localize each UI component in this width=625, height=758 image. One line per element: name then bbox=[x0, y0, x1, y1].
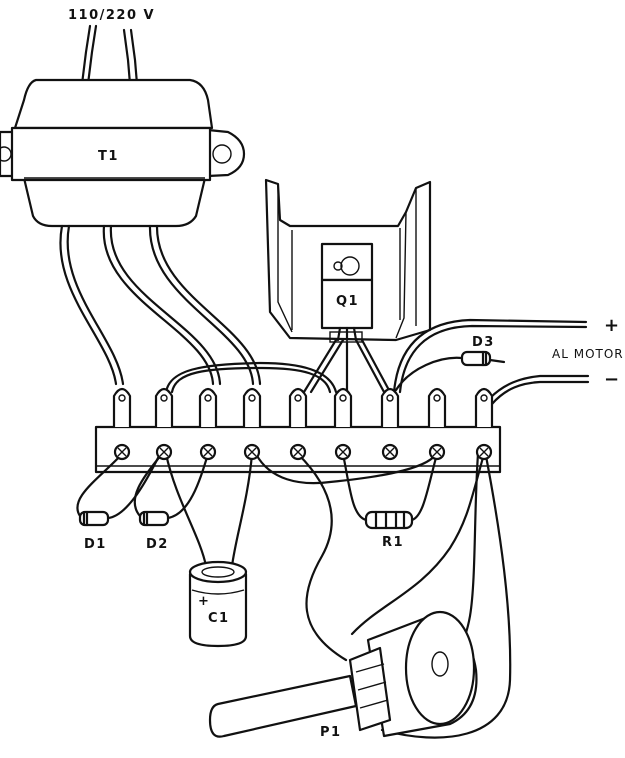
lug-hole-3 bbox=[204, 394, 212, 402]
lug-hole-1 bbox=[118, 394, 126, 402]
solder-lug-9 bbox=[474, 387, 494, 427]
resistor-r1-label: R1 bbox=[382, 535, 404, 550]
wire-t2-t6 bbox=[164, 361, 338, 394]
capacitor-label: C1 bbox=[208, 611, 230, 626]
transistor-label: Q1 bbox=[336, 294, 359, 309]
lug-hole-8 bbox=[433, 394, 441, 402]
solder-lug-7 bbox=[380, 387, 400, 427]
transformer-label: T1 bbox=[98, 149, 119, 164]
q1-lead-wires bbox=[302, 338, 392, 394]
solder-lug-1 bbox=[112, 387, 132, 427]
diode-d1-label: D1 bbox=[84, 537, 107, 552]
lug-hole-2 bbox=[160, 394, 168, 402]
lug-hole-9 bbox=[480, 394, 488, 402]
capacitor-c1 bbox=[164, 452, 254, 648]
potentiometer-label: P1 bbox=[320, 725, 342, 740]
screw-slot-6 bbox=[338, 447, 348, 457]
screw-slot-7 bbox=[385, 447, 395, 457]
terminals bbox=[112, 387, 494, 461]
screw-slot-8 bbox=[432, 447, 442, 457]
transformer-secondary-wires bbox=[59, 224, 262, 386]
solder-lug-4 bbox=[242, 387, 262, 427]
diode-d3-label: D3 bbox=[472, 335, 495, 350]
screw-slot-3 bbox=[203, 447, 213, 457]
screw-slot-1 bbox=[117, 447, 127, 457]
mains-leads bbox=[80, 24, 139, 86]
motor-label: AL MOTOR bbox=[552, 347, 624, 361]
motor-minus-label: − bbox=[604, 369, 619, 390]
mains-voltage-label: 110/220 V bbox=[68, 8, 155, 23]
lug-hole-6 bbox=[339, 394, 347, 402]
lug-hole-7 bbox=[386, 394, 394, 402]
lug-hole-5 bbox=[294, 394, 302, 402]
motor-plus-label: + bbox=[604, 315, 619, 336]
transistor-q1 bbox=[320, 242, 374, 343]
solder-lug-6 bbox=[333, 387, 353, 427]
screw-slot-5 bbox=[293, 447, 303, 457]
diode-d2 bbox=[133, 452, 210, 527]
potentiometer-wires bbox=[254, 452, 512, 739]
potentiometer-p1 bbox=[208, 610, 478, 738]
solder-lug-8 bbox=[427, 387, 447, 427]
diode-d2-label: D2 bbox=[146, 537, 169, 552]
transformer-t1 bbox=[0, 78, 246, 228]
capacitor-plus-label: + bbox=[198, 594, 210, 609]
solder-lug-5 bbox=[288, 387, 308, 427]
screw-slot-2 bbox=[159, 447, 169, 457]
screw-slot-9 bbox=[479, 447, 489, 457]
resistor-r1 bbox=[341, 452, 439, 530]
lug-hole-4 bbox=[248, 394, 256, 402]
solder-lug-3 bbox=[198, 387, 218, 427]
diode-d3 bbox=[394, 350, 506, 392]
screw-slot-4 bbox=[247, 447, 257, 457]
solder-lug-2 bbox=[154, 387, 174, 427]
motor-leads bbox=[392, 318, 590, 406]
